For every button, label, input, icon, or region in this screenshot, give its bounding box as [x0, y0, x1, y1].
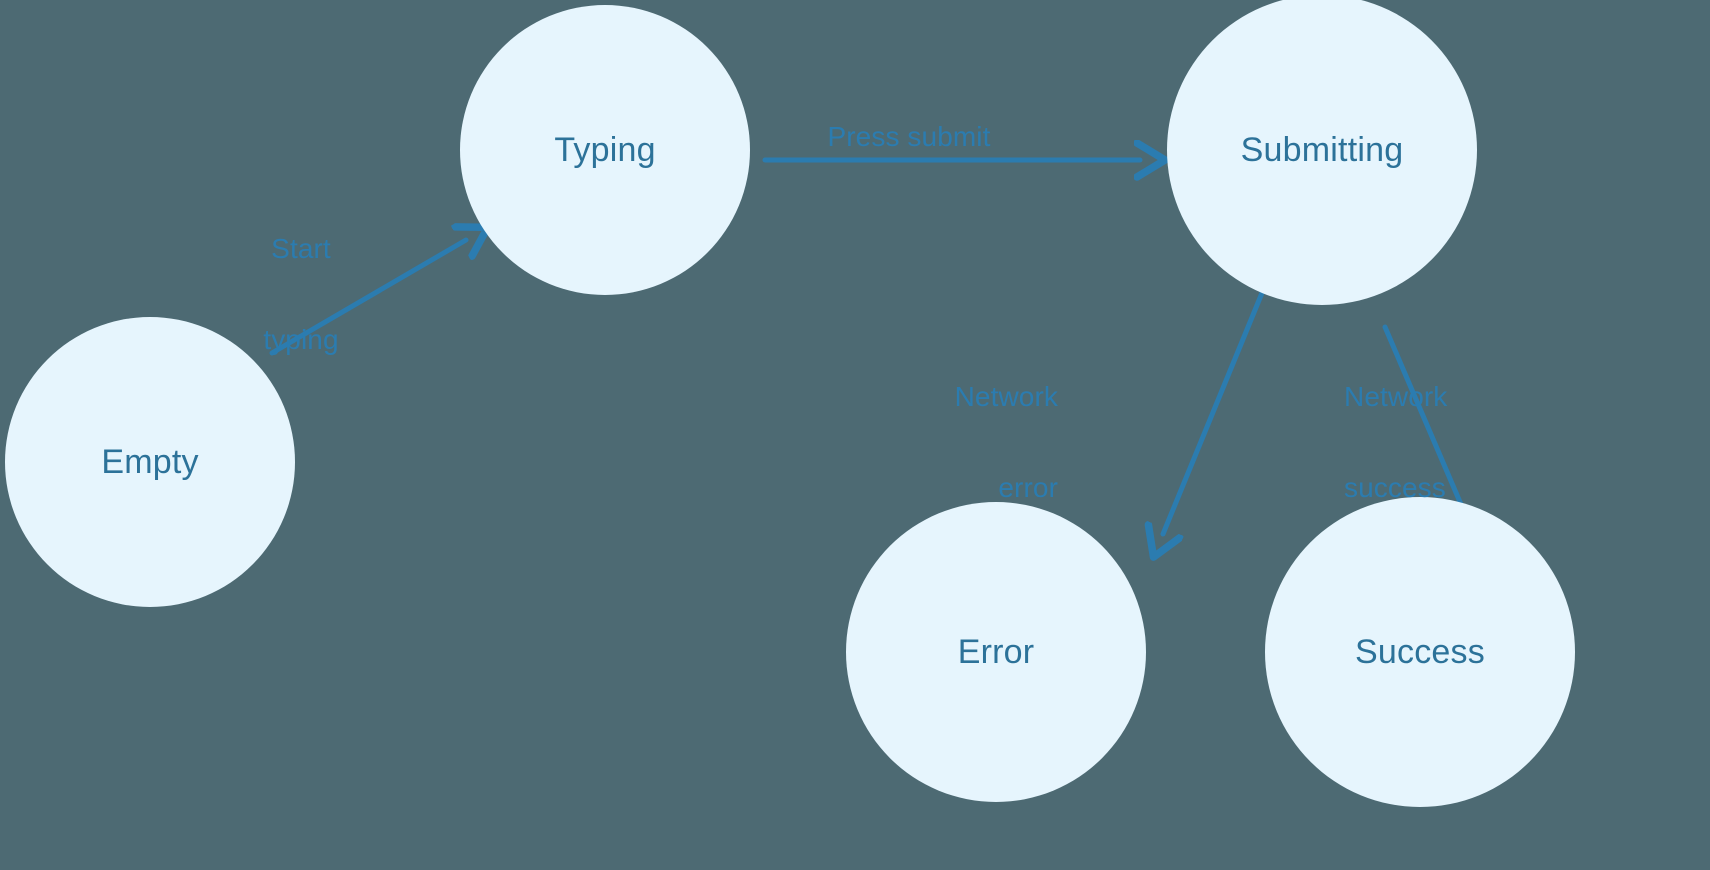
node-success-label: Success: [1355, 633, 1485, 671]
node-submitting[interactable]: Submitting: [1167, 0, 1477, 305]
node-typing-label: Typing: [554, 131, 656, 169]
edge-label-network-error: Network error: [878, 322, 1058, 564]
edge-label-network-error-line2: error: [998, 472, 1058, 504]
edge-label-network-success: Network success: [1344, 322, 1574, 564]
edge-label-network-success-line2: success: [1344, 472, 1446, 504]
node-empty-label: Empty: [101, 443, 199, 481]
edge-submitting-to-error: [1163, 290, 1265, 534]
edge-label-press-submit-line1: Press submit: [827, 121, 991, 153]
edge-label-start-typing-line1: Start: [271, 233, 331, 265]
edge-label-network-success-line1: Network: [1344, 381, 1448, 413]
node-empty[interactable]: Empty: [5, 317, 295, 607]
edge-label-press-submit: Press submit: [793, 62, 1025, 213]
edge-label-start-typing-line2: typing: [263, 324, 339, 356]
node-error-label: Error: [957, 633, 1035, 671]
node-typing[interactable]: Typing: [460, 5, 750, 295]
node-success[interactable]: Success: [1265, 497, 1575, 807]
node-error[interactable]: Error: [846, 502, 1146, 802]
edge-label-network-error-line1: Network: [954, 381, 1058, 413]
edge-label-start-typing: Start typing: [236, 174, 366, 416]
node-submitting-label: Submitting: [1240, 131, 1404, 169]
